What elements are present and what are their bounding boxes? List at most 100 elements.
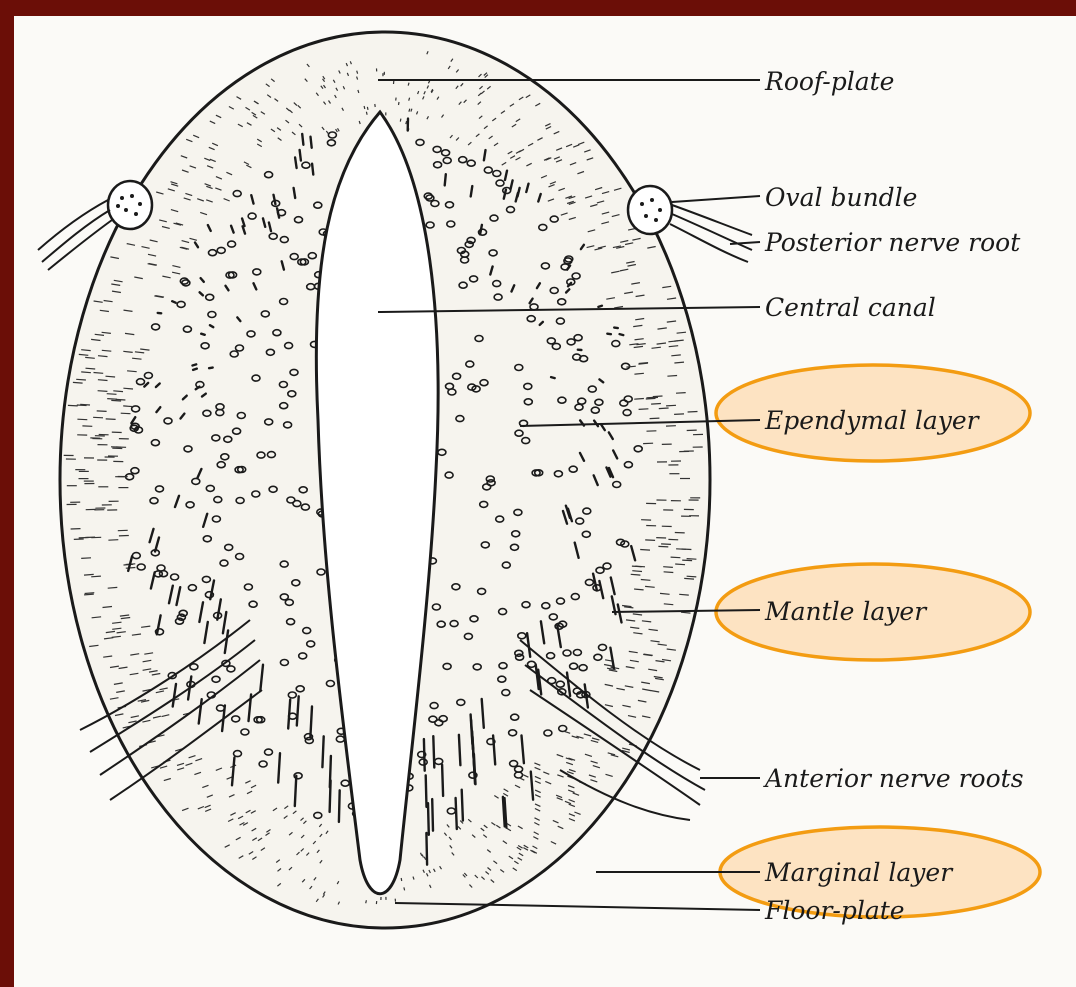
label-anterior-nerve-roots: Anterior nerve roots [763, 764, 1024, 793]
hatch-mark [639, 409, 649, 410]
fiber-mark [330, 756, 331, 787]
label-oval-bundle: Oval bundle [765, 183, 917, 212]
hatch-mark [399, 102, 400, 105]
hatch-mark [631, 574, 641, 575]
hatch-mark [108, 540, 118, 541]
hatch-mark [98, 391, 108, 392]
fiber-mark [607, 334, 611, 335]
hatch-mark [635, 566, 645, 567]
hatch-mark [76, 379, 86, 380]
hatch-mark [404, 887, 405, 890]
hatch-mark [93, 417, 103, 418]
fiber-mark [620, 334, 624, 335]
fiber-mark [426, 833, 427, 865]
hatch-mark [641, 580, 651, 581]
fiber-mark [209, 368, 213, 369]
hatch-mark [73, 382, 83, 383]
fiber-mark [300, 150, 301, 161]
hatch-mark [84, 574, 94, 575]
label-posterior-nerve-root: Posterior nerve root [764, 228, 1021, 257]
fiber-mark [471, 186, 473, 196]
fiber-mark [312, 164, 313, 175]
hatch-mark [108, 587, 118, 588]
hatch-mark [645, 540, 655, 541]
hatch-mark [666, 405, 676, 406]
hatch-mark [651, 404, 661, 405]
fiber-mark [201, 334, 205, 335]
fiber-mark [614, 328, 618, 329]
hatch-mark [81, 558, 91, 559]
hatch-mark [126, 568, 136, 569]
hatch-mark [682, 560, 692, 561]
hatch-mark [107, 399, 117, 400]
label-marginal-layer: Marginal layer [764, 858, 954, 887]
hatch-mark [667, 376, 677, 377]
hatch-mark [408, 83, 409, 86]
fiber-mark [551, 377, 555, 378]
fiber-mark [295, 776, 297, 806]
hatch-mark [81, 372, 91, 373]
hatch-mark [632, 571, 642, 572]
hatch-mark [674, 414, 684, 415]
fiber-mark [456, 798, 457, 829]
hatch-mark [366, 900, 367, 903]
fiber-mark [484, 150, 486, 160]
hatch-mark [123, 406, 133, 407]
fiber-mark [598, 306, 602, 307]
fiber-mark [426, 775, 427, 807]
hatch-mark [77, 419, 87, 420]
label-floor-plate: Floor-plate [764, 896, 905, 925]
hatch-mark [634, 399, 644, 400]
fiber-mark [462, 790, 463, 821]
fiber-mark [294, 188, 296, 198]
hatch-mark [658, 546, 668, 547]
fiber-mark [310, 707, 312, 737]
hatch-mark [659, 408, 669, 409]
hatch-mark [406, 121, 407, 124]
fiber-mark [433, 736, 434, 767]
hatch-mark [676, 549, 686, 550]
hatch-mark [113, 391, 123, 392]
hatch-mark [688, 412, 698, 413]
hatch-mark [640, 550, 650, 551]
fiber-mark [311, 137, 312, 148]
hatch-mark [86, 368, 96, 369]
hatch-mark [123, 388, 133, 389]
hatch-mark [77, 405, 87, 406]
hatch-mark [111, 400, 121, 401]
hatch-mark [367, 107, 368, 110]
hatch-mark [106, 419, 116, 420]
hatch-mark [663, 567, 673, 568]
label-mantle-layer: Mantle layer [764, 597, 928, 626]
hatch-mark [401, 878, 402, 881]
hatch-mark [364, 106, 365, 109]
hatch-mark [107, 394, 117, 395]
fiber-mark [445, 174, 446, 185]
hatch-mark [687, 576, 697, 577]
hatch-mark [68, 405, 78, 406]
hatch-mark [366, 112, 367, 115]
hatch-mark [98, 380, 108, 381]
hatch-mark [679, 594, 689, 595]
hatch-mark [687, 559, 697, 560]
hatch-mark [646, 398, 656, 399]
hatch-mark [94, 373, 104, 374]
fiber-mark [193, 364, 197, 365]
label-ependymal-layer: Ependymal layer [764, 406, 981, 435]
label-central-canal: Central canal [765, 293, 936, 322]
fiber-mark [459, 735, 461, 765]
hatch-mark [653, 396, 663, 397]
hatch-mark [676, 393, 686, 394]
hatch-mark [400, 119, 401, 122]
fiber-mark [442, 765, 443, 796]
hatch-mark [106, 376, 116, 377]
hatch-mark [648, 397, 658, 398]
fiber-mark [428, 803, 429, 835]
left-oval-bundle [108, 181, 152, 229]
fiber-mark [432, 799, 433, 831]
hatch-mark [85, 593, 95, 594]
fiber-mark [172, 301, 175, 303]
hatch-mark [650, 418, 660, 419]
fiber-mark [295, 158, 297, 169]
